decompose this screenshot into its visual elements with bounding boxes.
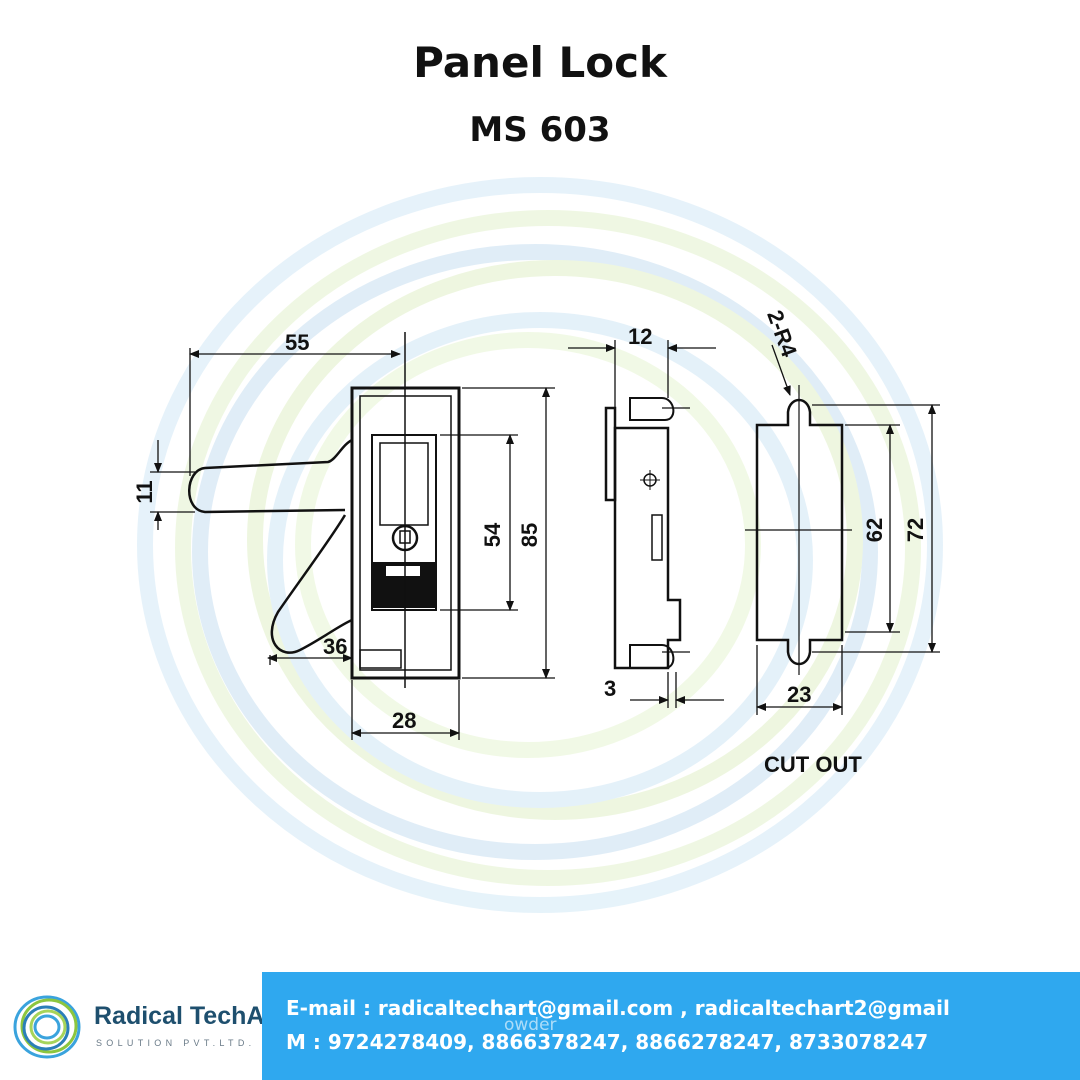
brand-logo: Radical TechArt SOLUTION PVT.LTD.	[0, 972, 282, 1080]
contact-band: E-mail : radicaltechart@gmail.com , radi…	[262, 972, 1080, 1080]
technical-drawing: 55 11 36 28 54 85 12 3 2-R4 62 72 23 CUT…	[132, 307, 940, 777]
cutout-dimensions	[756, 344, 940, 715]
brand-name: Radical TechArt	[94, 1002, 283, 1030]
cutout-view	[745, 385, 852, 675]
dim-label: 11	[132, 480, 157, 503]
cutout-label: CUT OUT	[764, 752, 862, 777]
dim-label: 54	[480, 522, 505, 547]
dimension-labels: 55 11 36 28 54 85 12 3 2-R4 62 72 23 CUT…	[132, 307, 928, 777]
model-number: MS 603	[469, 110, 611, 150]
page-title: Panel Lock	[413, 38, 667, 87]
front-view-dimensions	[150, 348, 555, 740]
dim-label: 36	[323, 634, 347, 659]
dim-label: 3	[604, 676, 616, 701]
phone-line[interactable]: M : 9724278409, 8866378247, 8866278247, …	[286, 1030, 929, 1054]
side-view	[604, 397, 682, 670]
side-view-dimensions	[568, 340, 724, 708]
dim-label: 23	[787, 682, 811, 707]
overlay-text: owder	[504, 1015, 557, 1035]
email-line[interactable]: E-mail : radicaltechart@gmail.com , radi…	[286, 996, 950, 1020]
brand-ring-icon	[13, 995, 81, 1059]
dim-label: 12	[628, 324, 652, 349]
dim-label: 55	[285, 330, 309, 355]
front-view	[188, 332, 461, 688]
dim-label: 2-R4	[762, 307, 802, 361]
dim-label: 72	[903, 518, 928, 542]
dim-label: 85	[517, 523, 542, 547]
brand-tagline: SOLUTION PVT.LTD.	[96, 1038, 256, 1048]
dim-label: 28	[392, 708, 416, 733]
dim-label: 62	[862, 518, 887, 542]
